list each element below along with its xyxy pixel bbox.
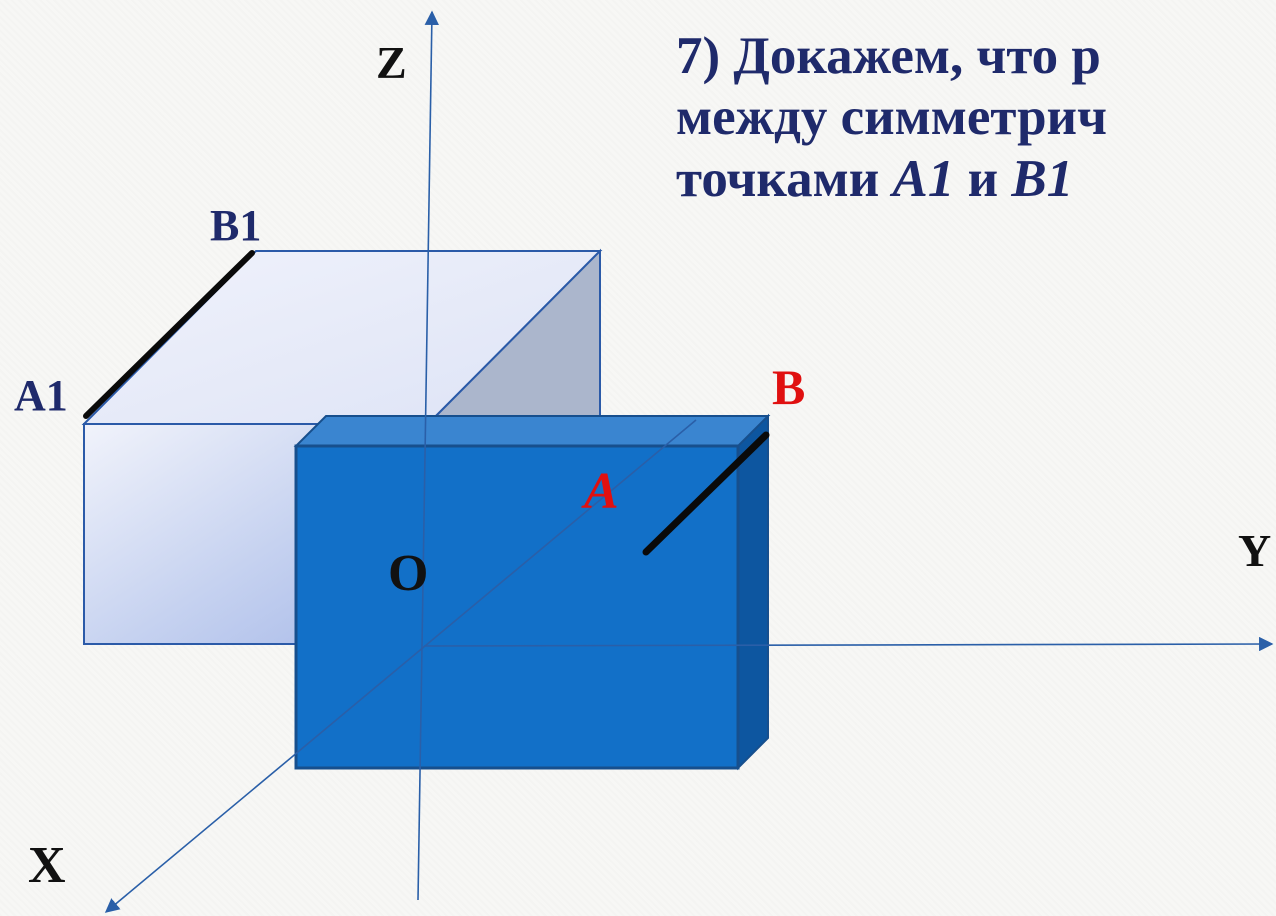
segment-a-b [642,431,770,556]
title-conjunction: и [954,149,1012,208]
title-point-b1: B1 [1011,149,1074,208]
segment-a1-b1 [83,250,255,419]
front-box [293,413,771,771]
z-axis-label: Z [376,37,407,88]
slide-title: 7) Докажем, что р между симметрич точкам… [676,26,1276,210]
x-axis-label: X [28,837,66,894]
title-line-2: между симметрич [676,88,1107,147]
x-axis [104,419,697,913]
title-point-a1: A1 [892,149,955,208]
front-box-top-face [293,415,771,447]
origin-label: O [388,545,429,602]
point-a-label: A [584,463,619,520]
front-box-side-face [737,413,769,771]
title-line-1: 7) Докажем, что р [676,27,1101,85]
axes [104,10,1274,913]
point-b1-label: B1 [210,201,262,250]
front-box-front-face [294,444,740,770]
z-axis [417,10,439,901]
y-axis [423,636,1274,652]
title-line-3: точками A1 и B1 [676,149,1276,210]
point-b-label: B [772,359,806,415]
y-axis-label: Y [1238,525,1272,576]
point-a1-label: A1 [14,371,68,420]
title-line-3-prefix: точками [676,149,893,208]
